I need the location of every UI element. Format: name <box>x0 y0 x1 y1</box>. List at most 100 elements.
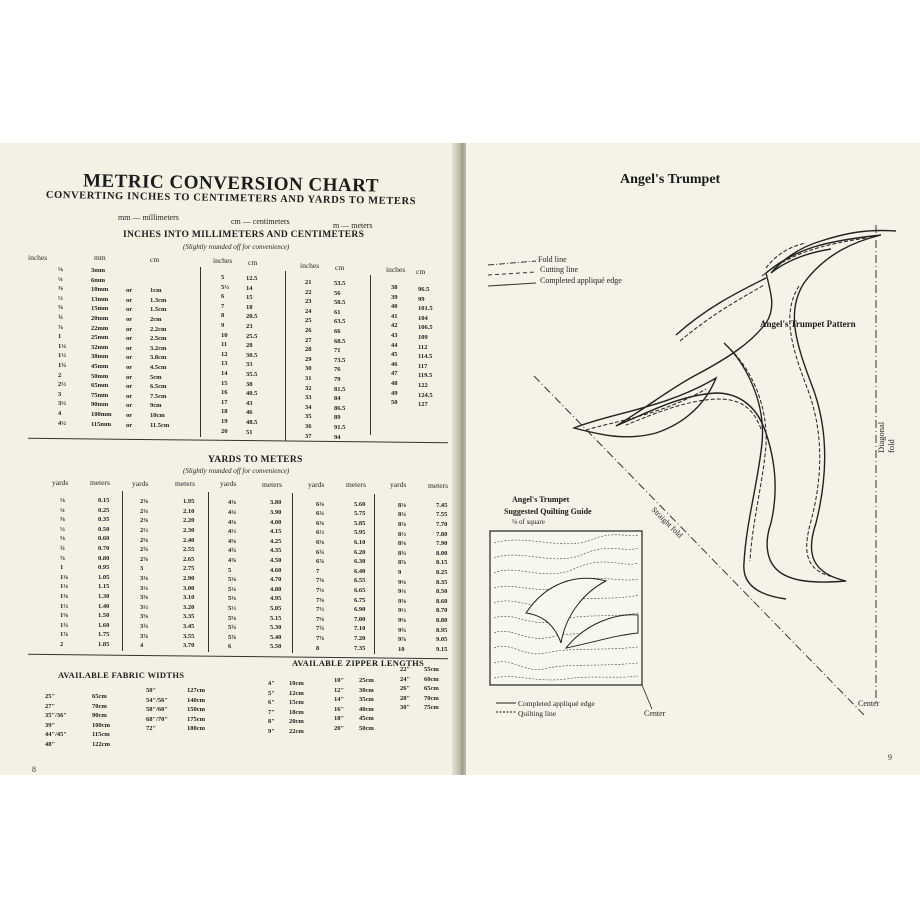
table-cell: 115mm <box>91 420 112 428</box>
table-cell: 2 <box>60 640 64 648</box>
table-cell: 18 <box>221 408 228 416</box>
table-cell: 3.70 <box>183 642 195 650</box>
table-cell: 7⅛ <box>316 577 325 585</box>
table-cell: 8⅝ <box>398 540 407 548</box>
table-cell: 8⅞ <box>398 559 407 567</box>
table-cell: 3⅝ <box>140 613 149 621</box>
table-cell: 30" <box>400 704 411 712</box>
table-cell: 90cm <box>92 712 107 720</box>
table-cell: 3⅜ <box>140 594 149 602</box>
table-cell <box>150 277 169 287</box>
table-cell: 4.95 <box>270 595 282 603</box>
table-cell: 25 <box>305 317 312 325</box>
table-cell: 100cm <box>92 721 111 729</box>
table-cell: 5.85 <box>354 519 366 527</box>
table-cell: 6¾ <box>316 548 325 556</box>
table-cell: 3.00 <box>183 584 195 592</box>
table-cell: 1.5cm <box>150 306 167 314</box>
table-cell: 4.5cm <box>150 363 167 371</box>
table-cell: 8¾ <box>398 549 407 557</box>
table-cell: 6" <box>268 699 275 707</box>
table-cell: 1¼ <box>58 342 67 350</box>
table-cell: 0.70 <box>98 544 110 552</box>
table-cell: 3½ <box>58 400 67 408</box>
table-cell: 35"/36" <box>45 712 68 720</box>
open-book: METRIC CONVERSION CHART CONVERTING INCHE… <box>0 143 920 775</box>
yards-heading: YARDS TO METERS <box>208 455 303 465</box>
table-cell: 1¾ <box>60 621 69 629</box>
table-cell: 3.10 <box>183 594 195 602</box>
table-cell: 4 <box>140 642 144 650</box>
table-cell: ⅝ <box>58 304 63 312</box>
table-cell: 1 <box>58 333 62 341</box>
table-cell: 44"/45" <box>45 731 68 739</box>
table-cell: or <box>126 287 133 295</box>
table-cell: 7 <box>316 567 320 575</box>
yards-note: (Slightly rounded off for convenience) <box>183 467 290 475</box>
table-cell: ½ <box>60 525 65 533</box>
table-cell: 8⅛ <box>398 501 407 509</box>
table-cell: 5⅛ <box>228 576 237 584</box>
yards-header: yards <box>52 478 69 487</box>
table-cell: 9cm <box>150 402 162 410</box>
fabric-col-in-2: 50"54"/56"58"/60"68"/70"72" <box>146 686 168 734</box>
right-page: Angel's Trumpet <box>466 143 920 775</box>
table-cell: 99 <box>418 295 425 303</box>
table-cell: 86.5 <box>334 404 346 412</box>
table-cell: 2.90 <box>183 574 195 582</box>
table-cell: 10cm <box>150 411 165 419</box>
table-cell: 15 <box>221 379 228 387</box>
table-cell: 32mm <box>91 343 109 351</box>
table-cell: 0.50 <box>98 525 110 533</box>
table-cell: 30 <box>305 365 312 373</box>
header-inches-2: inches <box>213 256 233 265</box>
table-cell: 7⅜ <box>316 596 325 604</box>
zipper-lengths-heading: AVAILABLE ZIPPER LENGTHS <box>292 658 425 668</box>
inches-note: (Slightly rounded off for convenience) <box>183 243 290 251</box>
table-cell: 101.5 <box>418 305 433 313</box>
table-cell: 1⅜ <box>60 592 69 600</box>
table-cell: 5.75 <box>354 510 366 518</box>
table-cell: 5cm <box>150 373 162 381</box>
table-cell: 58"/60" <box>146 706 169 714</box>
guide-legend-applique: Completed appliqué edge <box>518 699 595 708</box>
table-cell: 6⅞ <box>316 558 325 566</box>
table-cell: 0.25 <box>98 506 110 514</box>
table-cell: 12.5 <box>246 275 258 282</box>
table-cell: 9.15 <box>436 645 448 653</box>
center-label-guide: Center <box>644 709 666 718</box>
table-cell: 114.5 <box>418 353 433 361</box>
table-cell: 13mm <box>91 295 109 303</box>
pattern-drawing <box>487 225 897 718</box>
table-cell: 35.5 <box>246 370 258 378</box>
abbr-mm: mm — millimeters <box>118 213 179 222</box>
zipper-col-in-1: 4"5"6"7"8"9" <box>268 679 275 737</box>
guide-title: Angel's Trumpet <box>512 495 570 504</box>
table-cell: 1¼ <box>60 583 69 591</box>
table-cell: 50 <box>391 399 398 407</box>
table-cell: 20cm <box>289 718 304 726</box>
table-cell: 4¼ <box>228 508 237 516</box>
table-cell: 53.5 <box>334 280 346 287</box>
table-cell: 6.40 <box>354 567 366 575</box>
table-cell: 3.20 <box>183 603 195 611</box>
table-cell: 91.5 <box>334 423 346 431</box>
table-cell: 4⅝ <box>228 537 237 545</box>
table-cell: 7.10 <box>354 625 366 633</box>
table-cell: 33 <box>246 361 253 369</box>
table-cell: 1⅝ <box>60 612 69 620</box>
table-cell: 3 <box>140 565 144 573</box>
table-cell: 8 <box>316 644 320 652</box>
table-cell: 6.10 <box>354 538 366 546</box>
divider <box>200 267 201 437</box>
table-cell: 9⅝ <box>398 616 407 624</box>
table-cell: 6⅜ <box>316 519 325 527</box>
table-cell: or <box>126 335 133 343</box>
table-cell: 0.80 <box>98 554 110 562</box>
table-cell: ⅞ <box>58 323 63 331</box>
section-rule <box>28 437 448 444</box>
table-cell: 50cm <box>359 724 374 732</box>
